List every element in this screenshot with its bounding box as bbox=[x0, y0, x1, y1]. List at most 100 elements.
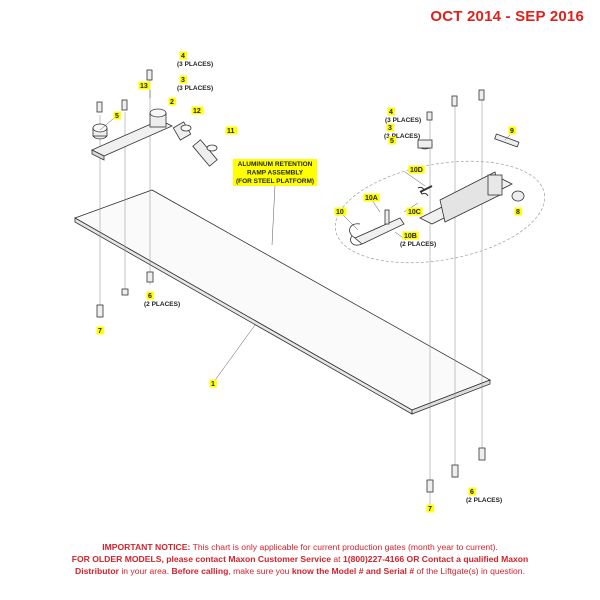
notice-older-models: FOR OLDER MODELS, please contact Maxon C… bbox=[71, 554, 332, 564]
callout-number: 13 bbox=[140, 83, 148, 90]
callout-c7a: 7 bbox=[96, 326, 104, 335]
notice-text: This chart is only applicable for curren… bbox=[190, 542, 498, 552]
callout-c1: 1 bbox=[209, 379, 217, 388]
latch-handle bbox=[349, 185, 433, 246]
callout-c3b: 3(3 PLACES) bbox=[384, 123, 420, 140]
callout-highlight bbox=[406, 207, 423, 216]
callout-number: 7 bbox=[428, 506, 432, 513]
callout-c6a: 6(2 PLACES) bbox=[144, 291, 180, 308]
bottom-screws bbox=[96, 271, 486, 493]
callout-number: 12 bbox=[193, 108, 201, 115]
callout-number: 3 bbox=[388, 125, 392, 132]
callout-c10c: 10C bbox=[406, 207, 423, 216]
callout-number: 7 bbox=[98, 328, 102, 335]
callout-number: 5 bbox=[115, 113, 119, 120]
detail-ellipse bbox=[334, 160, 546, 264]
callout-number: 10B bbox=[404, 233, 417, 240]
callout-c2: 2 bbox=[168, 97, 176, 106]
callout-highlight bbox=[402, 231, 419, 240]
callout-c10d: 10D bbox=[408, 165, 425, 174]
notice-liftgate: of the Liftgate(s) in question. bbox=[414, 566, 525, 576]
callout-number: 11 bbox=[227, 128, 235, 135]
callout-c13: 13 bbox=[138, 81, 151, 90]
callout-number: 1 bbox=[211, 381, 215, 388]
pin-part bbox=[192, 139, 218, 167]
top-bolts bbox=[96, 69, 485, 121]
notice-before-calling: Before calling bbox=[171, 566, 229, 576]
notice-distributor: Distributor bbox=[75, 566, 119, 576]
assembly-guide-lines bbox=[99, 80, 483, 505]
callout-highlight bbox=[179, 75, 187, 84]
callout-highlight bbox=[408, 165, 425, 174]
notice-line-3: Distributor in your area. Before calling… bbox=[0, 565, 600, 577]
callout-highlight bbox=[387, 107, 395, 116]
assembly-label: ALUMINUM RETENTION RAMP ASSEMBLY(FOR STEE… bbox=[233, 159, 317, 186]
callout-highlight bbox=[146, 291, 154, 300]
notice-make-sure: , make sure you bbox=[228, 566, 292, 576]
callout-number: 8 bbox=[516, 209, 520, 216]
callout-highlight bbox=[508, 126, 516, 135]
callout-c10b: 10B(2 PLACES) bbox=[400, 231, 436, 248]
date-range-title: OCT 2014 - SEP 2016 bbox=[430, 8, 584, 25]
callout-number: 6 bbox=[470, 489, 474, 496]
callout-note: (3 PLACES) bbox=[385, 117, 421, 124]
callout-highlight bbox=[468, 487, 476, 496]
callout-number: 10A bbox=[365, 195, 378, 202]
notice-at: at bbox=[331, 554, 343, 564]
callout-c12: 12 bbox=[191, 106, 204, 115]
callout-c8: 8 bbox=[514, 207, 522, 216]
callout-c5a: 5 bbox=[113, 111, 121, 120]
callout-number: 10D bbox=[410, 167, 423, 174]
sleeve-part bbox=[172, 121, 192, 141]
callout-highlight bbox=[386, 123, 394, 132]
notice-model-serial: know the Model # and Serial # bbox=[291, 566, 415, 576]
important-notice: IMPORTANT NOTICE: This chart is only app… bbox=[0, 541, 600, 577]
callout-highlight bbox=[426, 504, 434, 513]
callout-number: 4 bbox=[389, 109, 393, 116]
callout-number: 2 bbox=[170, 99, 174, 106]
notice-line-1: IMPORTANT NOTICE: This chart is only app… bbox=[0, 541, 600, 553]
notice-phone: 1(800)227-4166 bbox=[342, 554, 405, 564]
callout-labels: 123(3 PLACES)3(3 PLACES)4(3 PLACES)4(3 P… bbox=[96, 51, 522, 513]
callout-c4a: 4(3 PLACES) bbox=[177, 51, 213, 68]
callout-c10: 10 bbox=[334, 207, 347, 216]
assembly-label-highlight bbox=[233, 159, 317, 186]
callout-c4b: 4(3 PLACES) bbox=[385, 107, 421, 124]
callout-highlight bbox=[168, 97, 176, 106]
callout-number: 5 bbox=[390, 138, 394, 145]
callout-c10a: 10A bbox=[363, 193, 380, 202]
callout-c3a: 3(3 PLACES) bbox=[177, 75, 213, 92]
callout-c6b: 6(2 PLACES) bbox=[466, 487, 502, 504]
notice-area: in your area. bbox=[118, 566, 172, 576]
notice-distributor-lead: OR Contact a qualified Maxon bbox=[404, 554, 529, 564]
callout-number: 10 bbox=[336, 209, 344, 216]
callout-note: (3 PLACES) bbox=[177, 61, 213, 68]
callout-number: 10C bbox=[408, 209, 421, 216]
callout-highlight bbox=[138, 81, 151, 90]
callout-note: (2 PLACES) bbox=[400, 241, 436, 248]
notice-heading: IMPORTANT NOTICE: bbox=[102, 542, 191, 552]
callout-highlight bbox=[191, 106, 204, 115]
platform-plate bbox=[74, 189, 491, 415]
callout-note: (3 PLACES) bbox=[384, 133, 420, 140]
callout-number: 9 bbox=[510, 128, 514, 135]
notice-line-2: FOR OLDER MODELS, please contact Maxon C… bbox=[0, 553, 600, 565]
callout-highlight bbox=[363, 193, 380, 202]
callout-note: (2 PLACES) bbox=[466, 497, 502, 504]
assembly-label-line: ALUMINUM RETENTION bbox=[238, 161, 313, 168]
left-hinge-bracket bbox=[91, 108, 173, 161]
callout-c7b: 7 bbox=[426, 504, 434, 513]
callout-highlight bbox=[179, 51, 187, 60]
callout-number: 4 bbox=[181, 53, 185, 60]
assembly-label-line: (FOR STEEL PLATFORM) bbox=[236, 178, 314, 185]
callout-highlight bbox=[209, 379, 217, 388]
assembly-label-line: RAMP ASSEMBLY bbox=[247, 170, 304, 177]
callout-highlight bbox=[514, 207, 522, 216]
callout-number: 3 bbox=[181, 77, 185, 84]
right-latch-assembly bbox=[417, 133, 525, 225]
callout-c9: 9 bbox=[508, 126, 516, 135]
callout-highlight bbox=[388, 136, 396, 145]
callout-highlight bbox=[225, 126, 238, 135]
